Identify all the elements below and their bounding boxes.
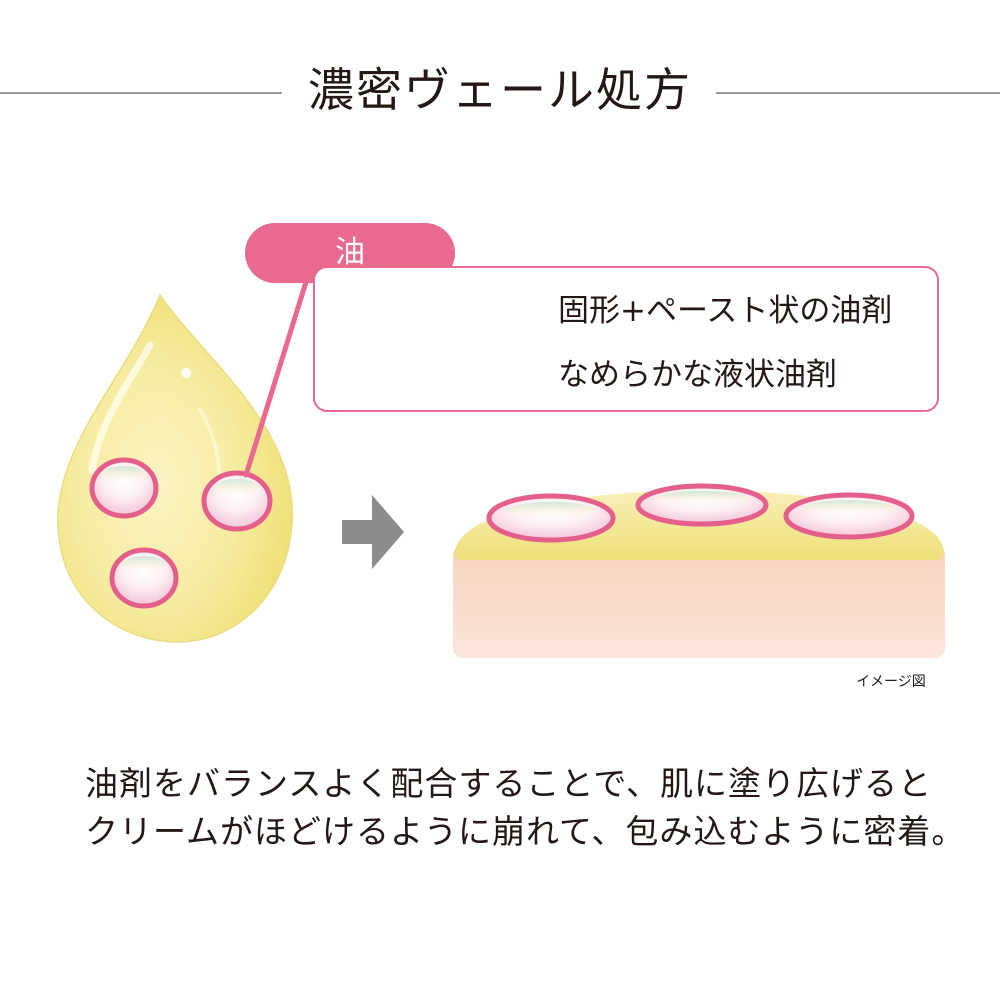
legend-label-solid: 固形+ペースト状の油剤 [558,293,893,329]
oil-drop [57,293,294,643]
veil-particle [635,483,769,527]
drop-particle [201,470,273,532]
drop-particle [89,457,159,519]
title-rule-left [0,92,282,94]
arrow-icon [342,495,404,569]
legend-box [313,266,939,412]
skin-layer [453,545,945,658]
description-line-1: 油剤をバランスよく配合することで、肌に塗り広げると [85,764,933,803]
image-note: イメージ図 [856,674,926,690]
description: 油剤をバランスよく配合することで、肌に塗り広げると クリームがほどけるように崩れ… [85,760,966,856]
description-line-2: クリームがほどけるように崩れて、包み込むように密着。 [85,812,966,851]
title-rule-right [716,92,1000,94]
title-header: 濃密ヴェール処方 [0,58,1000,128]
page-title: 濃密ヴェール処方 [308,63,692,117]
drop-highlight-dot [181,368,191,378]
drop-highlight [88,341,154,474]
drop-particle [109,547,179,609]
veil-particle [783,492,915,540]
veil-particle [486,493,616,543]
legend-label-liquid: なめらかな液状油剤 [558,357,837,393]
tag-connector-line [243,279,309,478]
